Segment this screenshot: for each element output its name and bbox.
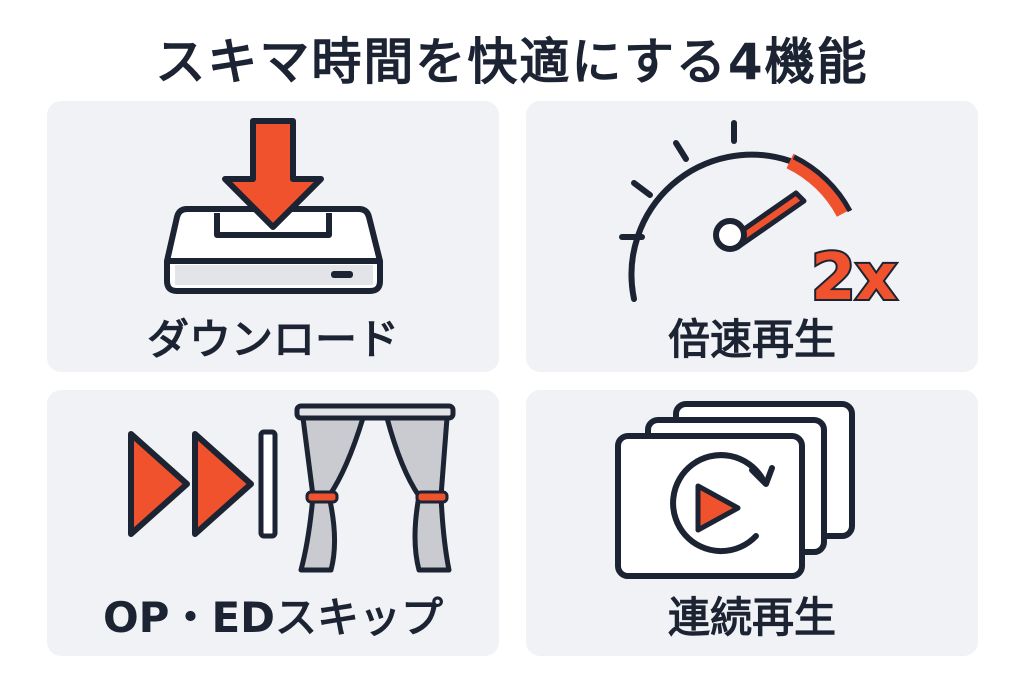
speed-badge: 2x — [811, 241, 897, 315]
feature-card-continuous: 連続再生 — [526, 390, 978, 656]
speedometer-icon: 2x — [619, 120, 899, 317]
feature-label-speed: 倍速再生 — [667, 315, 836, 364]
page-title: スキマ時間を快適にする4機能 — [155, 33, 869, 91]
feature-card-download: ダウンロード — [47, 101, 499, 372]
feature-label-download: ダウンロード — [146, 315, 399, 364]
skip-curtain-icon — [128, 403, 456, 573]
feature-label-continuous: 連続再生 — [667, 593, 836, 642]
continuous-play-icon — [615, 401, 855, 579]
feature-card-speed: 2x 倍速再生 — [526, 101, 978, 372]
download-icon — [164, 118, 383, 294]
feature-label-skip: OP・EDスキップ — [102, 593, 444, 642]
feature-card-skip: OP・EDスキップ — [47, 390, 499, 656]
